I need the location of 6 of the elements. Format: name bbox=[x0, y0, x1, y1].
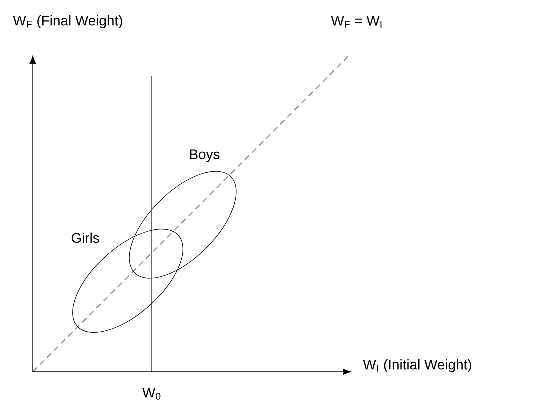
tick-label: W$_{0}$ bbox=[142, 388, 161, 400]
axis-label: W$_{I}$ (Initial Weight) bbox=[363, 360, 472, 372]
group-label: Girls bbox=[72, 232, 100, 244]
equation-label: W$_{F}$ = W$_{I}$ bbox=[331, 16, 382, 28]
axis-label: W$_{F}$ (Final Weight) bbox=[13, 16, 122, 28]
group-label: Boys bbox=[190, 150, 220, 162]
